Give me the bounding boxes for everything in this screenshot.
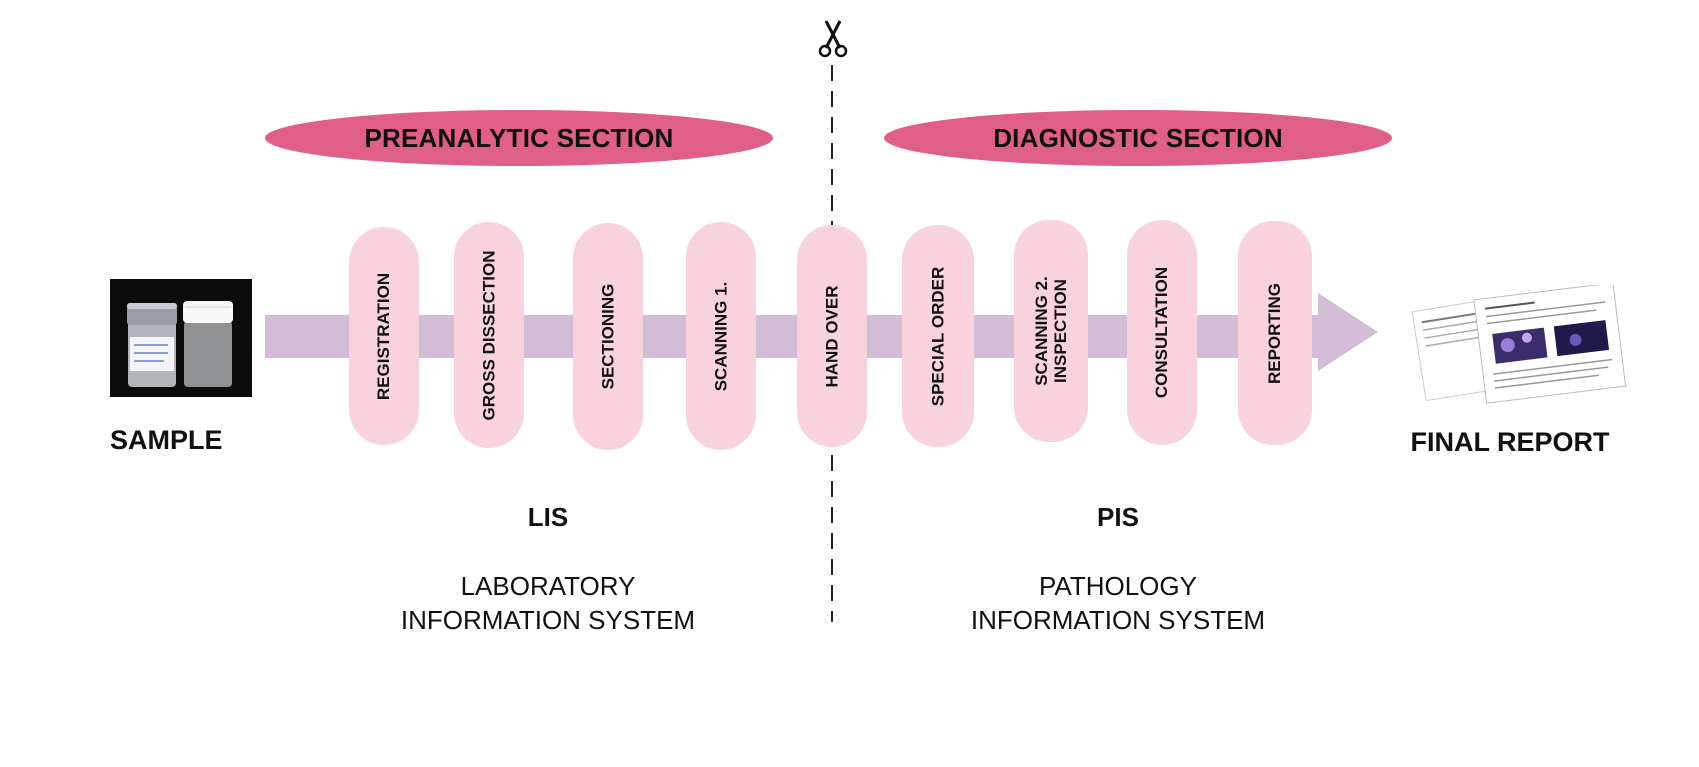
step-label: REGISTRATION: [374, 272, 394, 400]
step-hand-over: HAND OVER: [797, 225, 867, 447]
step-label: HAND OVER: [822, 284, 842, 388]
step-label: SCANNING 1.: [711, 281, 731, 391]
lis-abbreviation: LIS: [527, 502, 569, 532]
preanalytic-section: PREANALYTIC SECTION: [265, 110, 773, 166]
arrow-head: [1318, 293, 1378, 371]
lis-full-name: LABORATORY INFORMATION SYSTEM: [400, 571, 696, 635]
step-scanning-2-inspection: SCANNING 2. INSPECTION: [1014, 220, 1088, 442]
step-label: GROSS DISSECTION: [479, 249, 499, 421]
final-report-label: FINAL REPORT: [1410, 427, 1610, 457]
pis-abbreviation: PIS: [1097, 502, 1139, 532]
diagnostic-section: DIAGNOSTIC SECTION: [884, 110, 1392, 166]
step-gross-dissection: GROSS DISSECTION: [454, 222, 524, 448]
diagnostic-section-label: DIAGNOSTIC SECTION: [993, 122, 1283, 153]
step-consultation: CONSULTATION: [1127, 220, 1197, 445]
step-label: REPORTING: [1265, 282, 1285, 384]
sample-containers-photo: [110, 279, 252, 397]
step-reporting: REPORTING: [1238, 221, 1312, 445]
preanalytic-section-label: PREANALYTIC SECTION: [364, 122, 674, 153]
step-label: SPECIAL ORDER: [928, 266, 948, 406]
step-scanning-1: SCANNING 1.: [686, 222, 756, 450]
scissors-icon: [818, 20, 848, 58]
step-label: CONSULTATION: [1152, 266, 1172, 399]
report-pages-image: [1411, 285, 1627, 404]
step-sectioning: SECTIONING: [573, 223, 643, 450]
step-label: SECTIONING: [598, 283, 618, 390]
pis-full-name: PATHOLOGY INFORMATION SYSTEM: [970, 571, 1266, 635]
sample-label: SAMPLE: [110, 425, 223, 455]
step-registration: REGISTRATION: [349, 227, 419, 445]
step-label: SCANNING 2. INSPECTION: [1032, 276, 1071, 386]
step-special-order: SPECIAL ORDER: [902, 225, 974, 447]
